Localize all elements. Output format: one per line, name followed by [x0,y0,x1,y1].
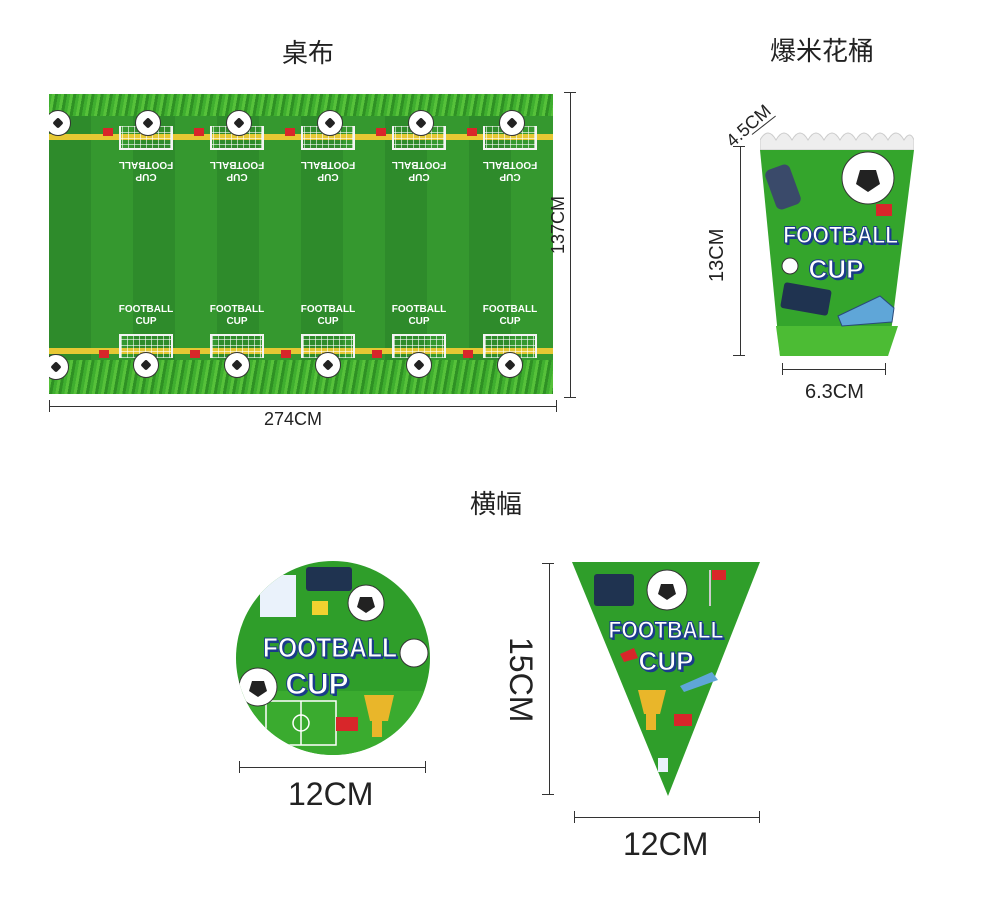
tablecloth-goal [210,334,264,358]
popcorn-cup-text: CUP [808,254,864,285]
tablecloth-goal [392,334,446,358]
tablecloth-ball [224,352,250,378]
tablecloth-width-line [49,406,557,407]
tablecloth-flag [103,128,113,136]
plate-width-line [239,767,426,768]
tablecloth-ball [133,352,159,378]
pennant-height-label: 15CM [503,637,539,723]
pennant-height-line [549,563,550,794]
tablecloth-ball [408,110,434,136]
tablecloth-ball [226,110,252,136]
pennant-football-text: FOOTBALL [608,617,724,645]
tablecloth-goal [483,334,537,358]
popcorn-title: 爆米花桶 [770,37,875,67]
tablecloth-ball [135,110,161,136]
tablecloth-goal [301,334,355,358]
popcorn-width-label: 6.3CM [805,381,864,403]
tablecloth-ball [315,352,341,378]
tablecloth-ball [317,110,343,136]
tablecloth-ball [406,352,432,378]
tablecloth-flag [372,350,382,358]
tablecloth-height-line [570,92,571,397]
plate-cup-text: CUP [285,668,349,702]
tablecloth-flag [99,350,109,358]
tablecloth-ball [497,352,523,378]
banner-title: 横幅 [470,490,523,520]
plate-football-text: FOOTBALL [262,632,398,664]
pennant-banner-image [572,562,760,796]
tablecloth-flag [467,128,477,136]
tablecloth-flag [285,128,295,136]
plate-width-label: 12CM [288,776,374,812]
tablecloth-height-label: 137CM [548,195,568,254]
tablecloth-goal [119,334,173,358]
pennant-width-line [574,817,760,818]
tablecloth-ball [499,110,525,136]
pennant-width-label: 12CM [623,826,709,862]
tablecloth-title: 桌布 [282,39,335,69]
popcorn-football-text: FOOTBALL [783,222,899,250]
tablecloth-flag [376,128,386,136]
tablecloth-ball [49,110,71,136]
pennant-cup-text: CUP [638,646,694,677]
tablecloth-flag [190,350,200,358]
tablecloth-flag [463,350,473,358]
tablecloth-flag [194,128,204,136]
tablecloth-width-label: 274CM [264,409,323,429]
popcorn-height-label: 13CM [706,228,728,282]
tablecloth-ball [49,354,69,380]
popcorn-box-image [760,132,914,356]
popcorn-height-line [740,146,741,356]
tablecloth-flag [281,350,291,358]
popcorn-width-line [782,369,886,370]
